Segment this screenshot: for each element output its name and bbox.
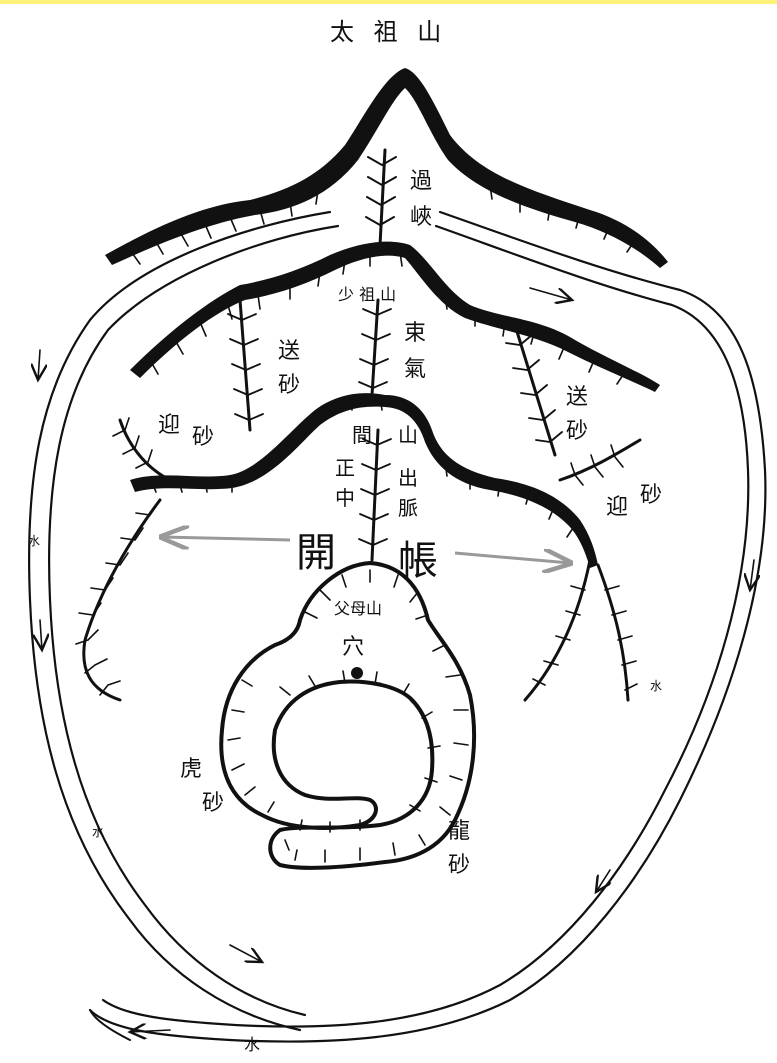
grand-ancestor-mountain bbox=[105, 68, 668, 268]
label-guo: 過 bbox=[410, 169, 432, 194]
label-shan-small: 山 bbox=[398, 423, 418, 447]
label-shao-zu-shan: 少 祖 山 bbox=[338, 285, 396, 304]
label-ying-left-1: 迎 bbox=[158, 413, 180, 438]
opening-arrows bbox=[162, 537, 570, 563]
label-zhang: 帳 bbox=[398, 538, 438, 584]
label-kai: 開 bbox=[296, 530, 336, 576]
label-shui-left: 水 bbox=[28, 534, 40, 548]
left-song-sha-ridge bbox=[228, 300, 263, 430]
label-hu-2: 砂 bbox=[202, 791, 224, 816]
label-zhong: 中 bbox=[335, 486, 355, 510]
label-song-left-2: 砂 bbox=[278, 373, 300, 398]
label-ying-left-2: 砂 bbox=[192, 425, 214, 450]
label-hu-1: 虎 bbox=[180, 757, 202, 782]
water-course bbox=[29, 212, 765, 1042]
label-qi: 氣 bbox=[404, 357, 426, 382]
label-fu-mu-shan: 父母山 bbox=[334, 599, 382, 618]
label-shui-bottom-left: 水 bbox=[92, 825, 104, 839]
central-vein-ridge bbox=[359, 430, 391, 560]
left-ying-sha-ridge bbox=[76, 418, 170, 700]
label-ying-right-2: 砂 bbox=[640, 483, 662, 508]
label-song-left-1: 送 bbox=[278, 339, 300, 364]
xue-dot bbox=[351, 667, 363, 679]
label-shui-bottom: 水 bbox=[244, 1035, 260, 1054]
right-ying-sha-ridge bbox=[525, 440, 640, 700]
label-song-right-2: 砂 bbox=[566, 419, 588, 444]
label-long-2: 砂 bbox=[448, 853, 470, 878]
label-zheng: 正 bbox=[335, 456, 355, 480]
label-ying-right-1: 迎 bbox=[606, 495, 628, 520]
label-shu: 束 bbox=[404, 321, 426, 346]
label-mai: 脈 bbox=[398, 496, 418, 520]
label-song-right-1: 送 bbox=[566, 385, 588, 410]
label-tai-zu-shan: 太 祖 山 bbox=[330, 18, 447, 46]
label-long-1: 龍 bbox=[448, 819, 470, 844]
label-shui-right: 水 bbox=[650, 679, 662, 693]
label-jian: 間 bbox=[352, 423, 372, 447]
guo-xia-ridge bbox=[366, 150, 396, 245]
label-xia: 峽 bbox=[410, 205, 432, 230]
label-xue: 穴 bbox=[342, 635, 364, 660]
center-shu-qi-ridge bbox=[359, 300, 391, 395]
label-chu: 出 bbox=[398, 466, 418, 490]
